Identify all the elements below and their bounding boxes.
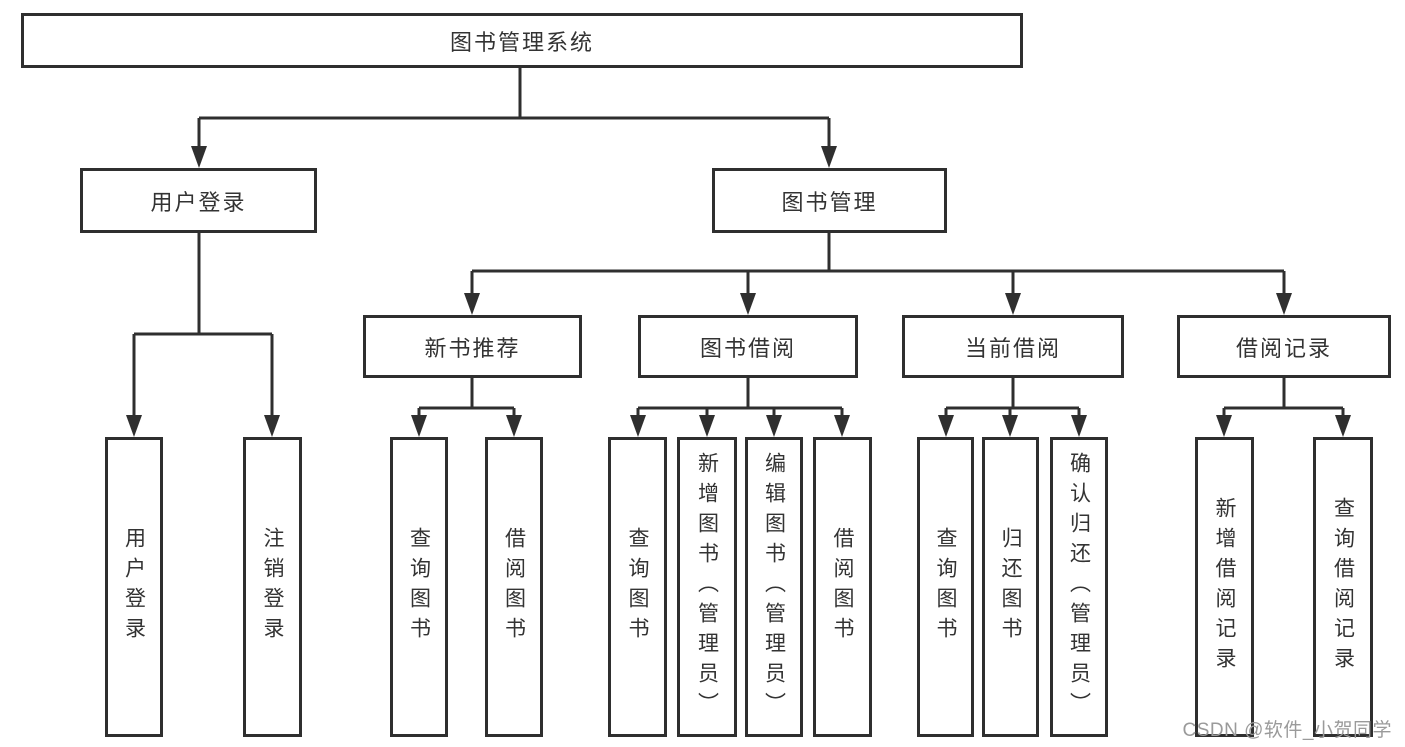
leaf-edit-books-admin-label: 编辑图书（管理员） [762, 452, 786, 722]
node-library-management-system-label: 图书管理系统 [449, 29, 594, 55]
node-current-borrow: 当前借阅 [902, 315, 1124, 378]
leaf-user-login: 用户登录 [105, 437, 163, 737]
node-book-management: 图书管理 [712, 168, 947, 233]
leaf-return-books-label: 归还图书 [999, 527, 1022, 647]
leaf-borrow-query-books-label: 查询图书 [626, 527, 649, 647]
leaf-edit-books-admin: 编辑图书（管理员） [745, 437, 803, 737]
csdn-watermark: CSDN @软件_小贺同学 [1182, 720, 1392, 741]
leaf-recommend-query-books-label: 查询图书 [407, 527, 431, 647]
leaf-query-borrow-record: 查询借阅记录 [1313, 437, 1373, 737]
leaf-recommend-borrow-books-label: 借阅图书 [502, 527, 526, 647]
leaf-confirm-return-admin-label: 确认归还（管理员） [1067, 452, 1091, 722]
leaf-borrow-query-books: 查询图书 [608, 437, 667, 737]
connector-book-borrow-children [630, 378, 850, 437]
leaf-logout-label: 注销登录 [261, 527, 284, 647]
node-new-book-recommend-label: 新书推荐 [424, 335, 521, 361]
connector-root-to-level2 [191, 68, 837, 168]
connector-borrow-records-children [1216, 378, 1351, 437]
leaf-user-login-label: 用户登录 [122, 527, 146, 647]
leaf-add-borrow-record: 新增借阅记录 [1195, 437, 1254, 737]
leaf-add-books-admin-label: 新增图书（管理员） [695, 452, 719, 722]
leaf-borrow-books: 借阅图书 [813, 437, 872, 737]
node-user-login: 用户登录 [80, 168, 317, 233]
leaf-logout: 注销登录 [243, 437, 302, 737]
leaf-return-books: 归还图书 [982, 437, 1039, 737]
connector-current-borrow-children [938, 378, 1087, 437]
node-book-borrow: 图书借阅 [638, 315, 858, 378]
connector-user-login-children [126, 233, 280, 437]
leaf-confirm-return-admin: 确认归还（管理员） [1050, 437, 1108, 737]
node-user-login-label: 用户登录 [150, 189, 247, 215]
connector-book-management-children [464, 233, 1292, 315]
node-new-book-recommend: 新书推荐 [363, 315, 582, 378]
leaf-add-books-admin: 新增图书（管理员） [677, 437, 737, 737]
leaf-current-query-books-label: 查询图书 [934, 527, 957, 647]
connector-new-book-recommend-children [411, 378, 522, 437]
leaf-current-query-books: 查询图书 [917, 437, 974, 737]
leaf-borrow-books-label: 借阅图书 [831, 527, 854, 647]
leaf-recommend-borrow-books: 借阅图书 [485, 437, 543, 737]
node-borrow-records-label: 借阅记录 [1235, 335, 1332, 361]
leaf-query-borrow-record-label: 查询借阅记录 [1331, 497, 1355, 677]
node-current-borrow-label: 当前借阅 [964, 335, 1061, 361]
node-library-management-system: 图书管理系统 [21, 13, 1023, 68]
node-borrow-records: 借阅记录 [1177, 315, 1391, 378]
node-book-borrow-label: 图书借阅 [699, 335, 796, 361]
leaf-recommend-query-books: 查询图书 [390, 437, 448, 737]
leaf-add-borrow-record-label: 新增借阅记录 [1213, 497, 1236, 677]
node-book-management-label: 图书管理 [781, 189, 878, 215]
